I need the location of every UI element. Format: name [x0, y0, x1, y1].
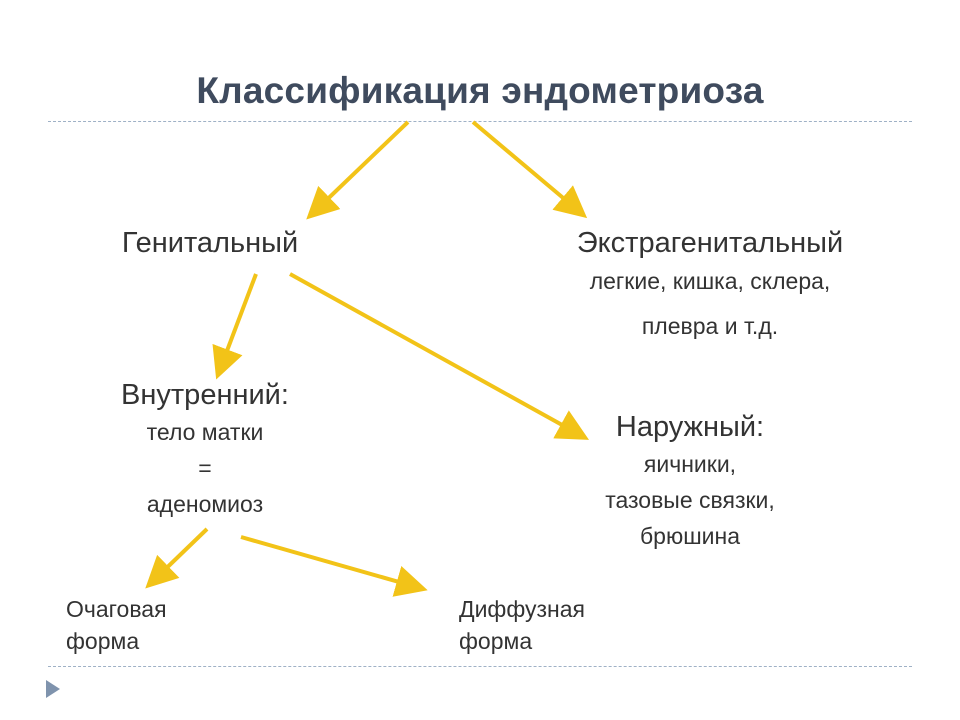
node-diffuse-form: Диффузная форма	[459, 593, 585, 657]
arrow-title-to-genital	[306, 120, 410, 220]
extragenital-label: Экстрагенитальный	[576, 227, 844, 259]
diffuse-line-2: форма	[459, 628, 533, 654]
slide-title: Классификация эндометриоза	[196, 70, 764, 111]
internal-line-3: аденомиоз	[146, 491, 264, 517]
node-external: Наружный: яичники, тазовые связки, брюши…	[540, 410, 840, 552]
genital-label: Генитальный	[121, 227, 299, 259]
node-focal-form: Очаговая форма	[66, 593, 167, 657]
arrow-internal-to-focal	[145, 527, 209, 589]
internal-label: Внутренний:	[121, 379, 289, 411]
focal-line-1: Очаговая	[66, 596, 167, 622]
arrow-genital-to-internal	[212, 273, 258, 380]
node-genital: Генитальный	[60, 226, 360, 260]
node-internal: Внутренний: тело матки = аденомиоз	[60, 378, 350, 520]
extragenital-line-1: легкие, кишка, склера,	[589, 268, 831, 294]
bottom-divider	[48, 666, 912, 667]
node-extragenital: Экстрагенитальный легкие, кишка, склера,…	[520, 226, 900, 342]
arrow-internal-to-diffuse	[240, 535, 428, 597]
top-divider	[48, 121, 912, 122]
play-triangle-icon[interactable]	[46, 680, 60, 698]
external-line-1: яичники,	[643, 451, 737, 477]
arrow-title-to-extragenital	[471, 120, 588, 219]
external-label: Наружный:	[615, 411, 765, 443]
external-line-3: брюшина	[639, 523, 740, 549]
internal-line-1: тело матки	[146, 419, 264, 445]
focal-line-2: форма	[66, 628, 140, 654]
internal-line-2: =	[198, 455, 212, 481]
arrow-genital-to-external	[289, 272, 589, 440]
diffuse-line-1: Диффузная	[459, 596, 586, 622]
external-line-2: тазовые связки,	[605, 487, 775, 513]
extragenital-line-2: плевра и т.д.	[641, 313, 779, 339]
